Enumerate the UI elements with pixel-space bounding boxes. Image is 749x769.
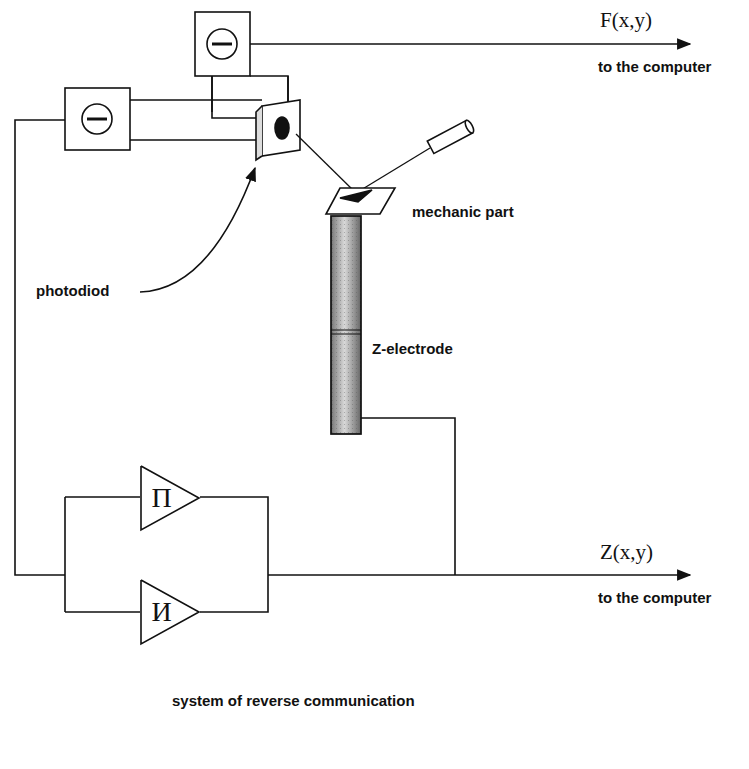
photodiode bbox=[262, 100, 300, 156]
minus-symbol bbox=[82, 104, 112, 134]
signal-name: F(x,y) bbox=[600, 8, 652, 33]
z-wire bbox=[361, 418, 455, 575]
reflected-beam bbox=[296, 134, 356, 193]
output-arrow bbox=[250, 43, 690, 45]
laser-spot bbox=[275, 117, 289, 139]
amplifier-symbol: И bbox=[151, 598, 171, 626]
part-name: Z-electrode bbox=[372, 340, 453, 357]
amplifier-triangle: И bbox=[140, 579, 200, 645]
amplifier-triangle: П bbox=[140, 465, 200, 531]
amplifier-symbol: П bbox=[151, 484, 171, 512]
leader-arrow bbox=[140, 168, 255, 292]
signal-name: Z(x,y) bbox=[600, 540, 653, 565]
feedback-wire bbox=[15, 120, 65, 575]
diff-amplifier-box bbox=[195, 12, 250, 76]
cantilever-tip bbox=[340, 190, 372, 202]
output-arrow bbox=[268, 574, 690, 576]
caption-note: system of reverse communication bbox=[172, 692, 415, 709]
output-note: to the computer bbox=[598, 58, 711, 75]
laser bbox=[427, 119, 475, 153]
laser-beam bbox=[356, 148, 430, 193]
output-note: to the computer bbox=[598, 589, 711, 606]
signal-channel bbox=[130, 100, 262, 140]
z-piezo-tube bbox=[331, 216, 361, 434]
part-name: photodiod bbox=[36, 282, 109, 299]
input-rail bbox=[65, 497, 140, 612]
part-name: mechanic part bbox=[412, 203, 514, 220]
diff-amplifier-box bbox=[65, 88, 130, 150]
sample-stage bbox=[326, 188, 395, 214]
minus-symbol bbox=[207, 29, 237, 59]
output-rail bbox=[200, 497, 268, 612]
